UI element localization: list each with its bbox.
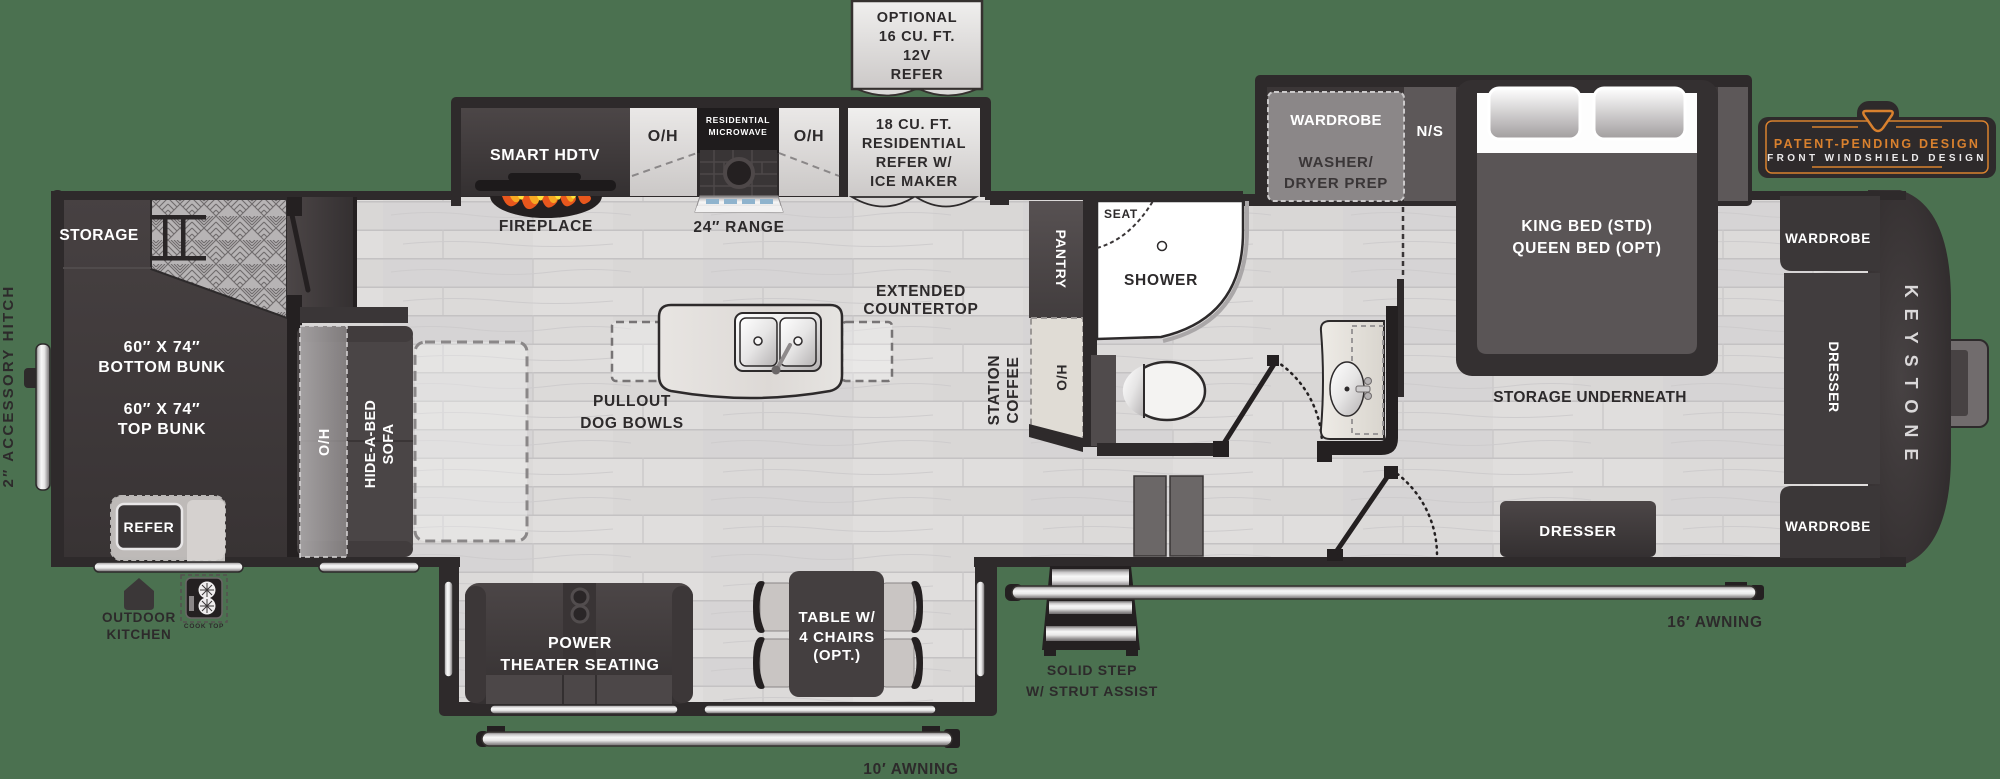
svg-text:POWER: POWER: [548, 635, 612, 652]
svg-text:60″ X 74″: 60″ X 74″: [124, 401, 201, 418]
svg-text:BOTTOM BUNK: BOTTOM BUNK: [98, 359, 225, 376]
svg-text:SOFA: SOFA: [381, 423, 397, 464]
svg-text:QUEEN BED (OPT): QUEEN BED (OPT): [1512, 240, 1661, 257]
svg-text:RESIDENTIAL: RESIDENTIAL: [706, 115, 770, 125]
svg-text:O/H: O/H: [648, 128, 679, 145]
svg-text:PANTRY: PANTRY: [1053, 230, 1069, 289]
svg-text:SHOWER: SHOWER: [1124, 272, 1198, 289]
svg-text:DRYER PREP: DRYER PREP: [1284, 175, 1388, 192]
svg-text:18 CU. FT.: 18 CU. FT.: [876, 117, 952, 133]
svg-text:SEAT: SEAT: [1104, 207, 1138, 221]
svg-text:OPTIONAL: OPTIONAL: [877, 10, 958, 26]
svg-text:EXTENDED: EXTENDED: [876, 283, 966, 300]
svg-text:TOP BUNK: TOP BUNK: [118, 421, 207, 438]
svg-text:COUNTERTOP: COUNTERTOP: [863, 301, 978, 318]
svg-text:SMART HDTV: SMART HDTV: [490, 147, 600, 164]
svg-text:STORAGE: STORAGE: [59, 227, 138, 244]
svg-text:WARDROBE: WARDROBE: [1290, 112, 1382, 129]
svg-text:10′ AWNING: 10′ AWNING: [863, 761, 958, 778]
svg-text:DRESSER: DRESSER: [1826, 341, 1842, 412]
svg-text:COOK TOP: COOK TOP: [184, 623, 224, 630]
svg-text:WARDROBE: WARDROBE: [1785, 231, 1871, 246]
svg-text:2″ ACCESSORY HITCH: 2″ ACCESSORY HITCH: [0, 285, 17, 488]
svg-text:DRESSER: DRESSER: [1539, 523, 1616, 540]
svg-text:STORAGE UNDERNEATH: STORAGE UNDERNEATH: [1493, 389, 1686, 406]
svg-text:12V: 12V: [903, 48, 931, 64]
svg-text:ICE MAKER: ICE MAKER: [870, 174, 958, 190]
svg-text:THEATER SEATING: THEATER SEATING: [500, 657, 659, 674]
svg-text:16′ AWNING: 16′ AWNING: [1667, 614, 1762, 631]
svg-text:TABLE W/: TABLE W/: [799, 609, 876, 626]
svg-text:COFFEE: COFFEE: [1005, 356, 1022, 423]
svg-text:STATION: STATION: [986, 355, 1003, 426]
svg-text:H/O: H/O: [1054, 365, 1070, 392]
svg-text:KEYSTONE: KEYSTONE: [1901, 285, 1921, 472]
svg-text:REFER: REFER: [124, 519, 175, 535]
svg-text:MICROWAVE: MICROWAVE: [708, 127, 767, 137]
svg-text:OUTDOOR: OUTDOOR: [102, 610, 176, 625]
svg-text:WASHER/: WASHER/: [1299, 154, 1374, 171]
svg-text:PULLOUT: PULLOUT: [593, 393, 671, 410]
svg-text:SOLID STEP: SOLID STEP: [1047, 662, 1137, 678]
svg-text:60″ X 74″: 60″ X 74″: [124, 339, 201, 356]
svg-text:24″ RANGE: 24″ RANGE: [693, 219, 784, 236]
svg-text:PATENT-PENDING DESIGN: PATENT-PENDING DESIGN: [1774, 137, 1980, 151]
svg-text:FRONT WINDSHIELD DESIGN: FRONT WINDSHIELD DESIGN: [1767, 153, 1987, 164]
svg-text:(OPT.): (OPT.): [813, 647, 861, 664]
svg-text:O/H: O/H: [317, 428, 333, 456]
svg-text:HIDE-A-BED: HIDE-A-BED: [363, 400, 379, 488]
svg-text:REFER: REFER: [891, 67, 944, 83]
svg-text:REFER W/: REFER W/: [876, 155, 953, 171]
svg-text:4 CHAIRS: 4 CHAIRS: [799, 629, 875, 646]
svg-text:DOG BOWLS: DOG BOWLS: [580, 415, 684, 432]
svg-text:FIREPLACE: FIREPLACE: [499, 218, 593, 235]
svg-text:N/S: N/S: [1416, 123, 1443, 140]
svg-text:WARDROBE: WARDROBE: [1785, 519, 1871, 534]
svg-text:KING BED (STD): KING BED (STD): [1521, 218, 1652, 235]
svg-text:O/H: O/H: [794, 128, 825, 145]
svg-text:RESIDENTIAL: RESIDENTIAL: [862, 136, 966, 152]
svg-text:KITCHEN: KITCHEN: [107, 627, 172, 642]
svg-text:W/ STRUT ASSIST: W/ STRUT ASSIST: [1026, 683, 1158, 699]
svg-text:16 CU. FT.: 16 CU. FT.: [879, 29, 955, 45]
